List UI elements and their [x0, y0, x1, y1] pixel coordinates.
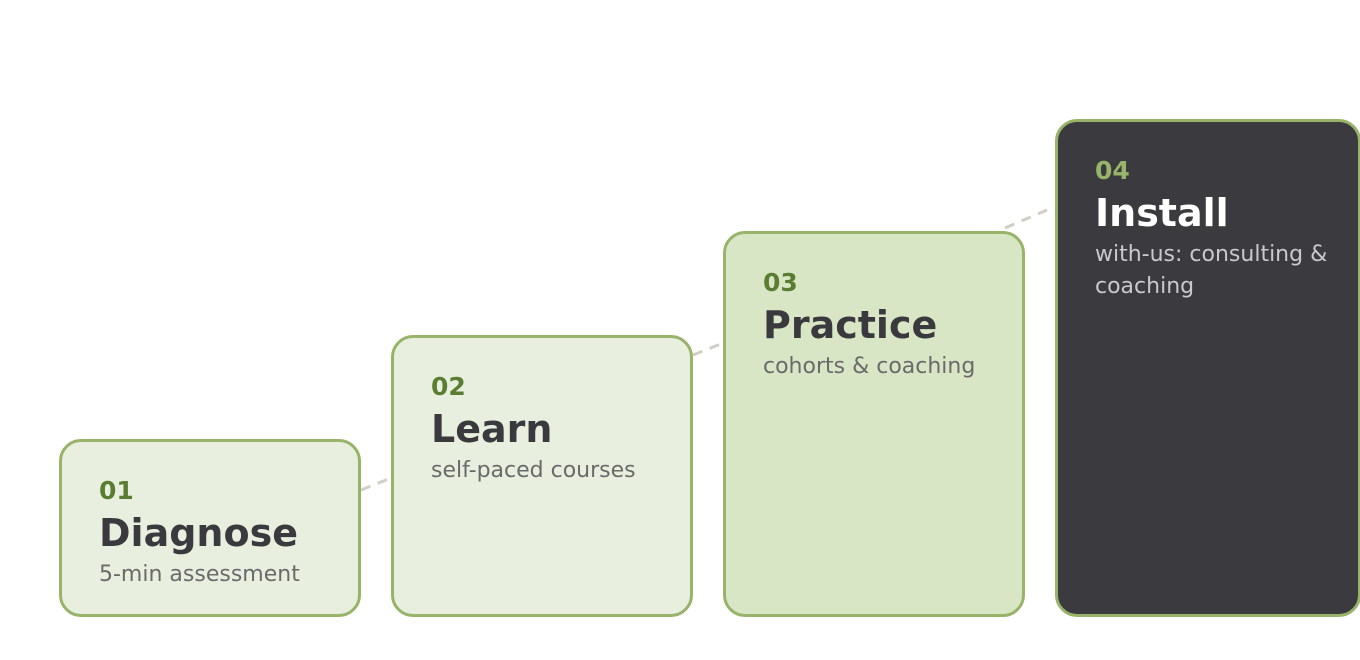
step-number: 02 — [431, 372, 466, 401]
step-title: Install — [1095, 191, 1229, 235]
step-subtitle: self-paced courses — [431, 458, 636, 483]
step-title: Practice — [763, 303, 938, 347]
connector-2-3 — [692, 341, 724, 357]
step-number: 04 — [1095, 156, 1130, 185]
step-card-diagnose: 01 Diagnose 5-min assessment — [59, 439, 361, 617]
connector-3-4 — [1004, 208, 1048, 230]
step-title: Learn — [431, 407, 553, 451]
step-title: Diagnose — [99, 511, 298, 555]
step-subtitle: cohorts & coaching — [763, 354, 976, 379]
step-number: 01 — [99, 476, 134, 505]
step-subtitle: 5-min assessment — [99, 562, 300, 587]
step-card-practice: 03 Practice cohorts & coaching — [723, 231, 1025, 617]
step-subtitle: with-us: consulting & coaching — [1095, 242, 1328, 299]
step-card-learn: 02 Learn self-paced courses — [391, 335, 693, 617]
step-card-install: 04 Install with-us: consulting & coachin… — [1055, 119, 1360, 617]
step-number: 03 — [763, 268, 798, 297]
connector-1-2 — [360, 476, 392, 492]
